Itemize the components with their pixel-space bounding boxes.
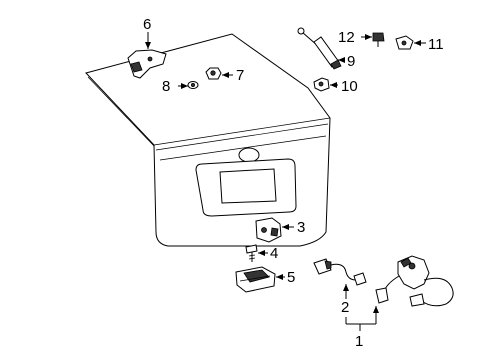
part-1-actuator-assembly: [375, 255, 454, 307]
callout-8: 8: [162, 78, 170, 95]
callout-6: 6: [143, 16, 151, 33]
callout-9: 9: [347, 53, 355, 70]
part-9-gas-strut: [297, 27, 342, 70]
part-11-stud: [395, 35, 414, 50]
callout-7: 7: [236, 67, 244, 84]
callout-1-bracket: [345, 306, 379, 331]
part-6-hinge: [127, 49, 167, 79]
callout-1: 1: [355, 333, 363, 350]
callout-3: 3: [297, 219, 305, 236]
part-4-bolt: [245, 244, 258, 262]
part-10-strut-mount: [313, 77, 330, 92]
part-8-grommet: [187, 81, 199, 89]
callout-5: 5: [287, 269, 295, 286]
callout-12: 12: [338, 29, 355, 46]
trunk-lid: [85, 33, 331, 247]
callout-11: 11: [428, 36, 444, 53]
part-2-harness: [313, 258, 367, 286]
part-7-nut: [205, 67, 222, 80]
leader-lines: [145, 32, 426, 299]
callout-4: 4: [270, 245, 278, 262]
part-5-housing: [235, 266, 276, 293]
callout-10: 10: [341, 78, 358, 95]
part-12-bolt: [372, 32, 385, 47]
callout-2: 2: [341, 299, 349, 316]
part-3-latch: [255, 217, 282, 243]
